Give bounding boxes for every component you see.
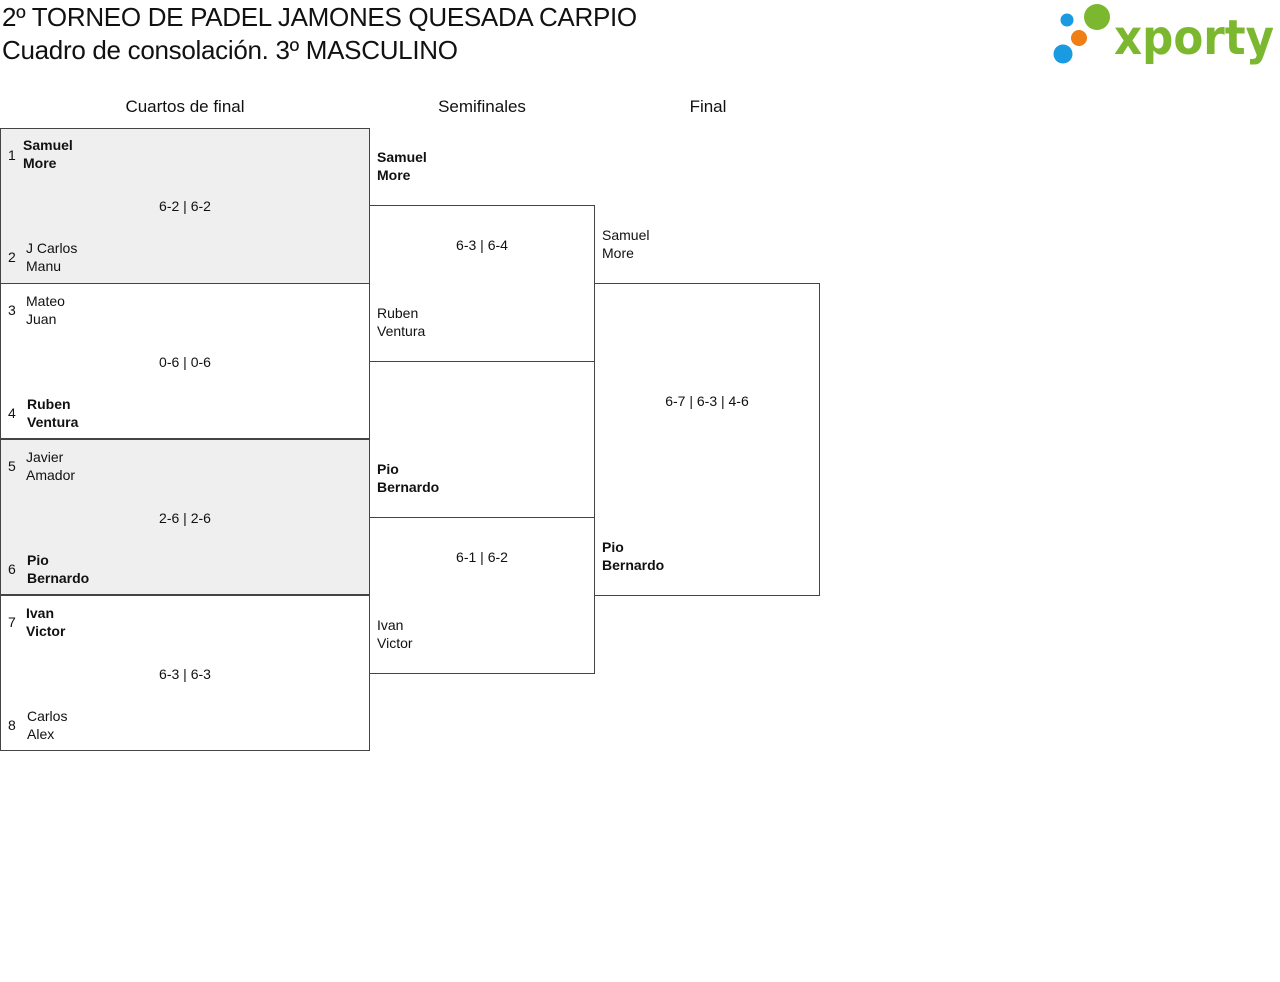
seed-number: 8 (8, 717, 16, 733)
match-score: 6-3 | 6-4 (456, 237, 508, 253)
seed-number: 1 (8, 147, 16, 163)
round-header-semifinals: Semifinales (438, 97, 526, 116)
seed-number: 3 (8, 302, 16, 318)
match-score: 0-6 | 0-6 (159, 354, 211, 370)
logo-dot-orange (1071, 30, 1087, 46)
match-score: 2-6 | 2-6 (159, 510, 211, 526)
seed-number: 4 (8, 405, 16, 421)
logo-text: xporty (1114, 10, 1274, 66)
draw-subtitle: Cuadro de consolación. 3º MASCULINO (2, 35, 458, 65)
match-score: 6-2 | 6-2 (159, 198, 211, 214)
round-header-quarterfinals: Cuartos de final (125, 97, 245, 116)
tournament-title: 2º TORNEO DE PADEL JAMONES QUESADA CARPI… (2, 2, 637, 32)
seed-number: 6 (8, 561, 16, 577)
xporty-logo[interactable]: xporty (1052, 4, 1276, 66)
seed-number: 7 (8, 614, 16, 630)
seed-number: 5 (8, 458, 16, 474)
round-header-final: Final (689, 97, 727, 116)
logo-dot-blue-small (1060, 13, 1074, 27)
match-score: 6-7 | 6-3 | 4-6 (665, 393, 749, 409)
match-score: 6-1 | 6-2 (456, 549, 508, 565)
logo-dot-blue (1053, 44, 1073, 64)
seed-number: 2 (8, 249, 16, 265)
logo-dot-green (1084, 4, 1110, 30)
match-score: 6-3 | 6-3 (159, 666, 211, 682)
